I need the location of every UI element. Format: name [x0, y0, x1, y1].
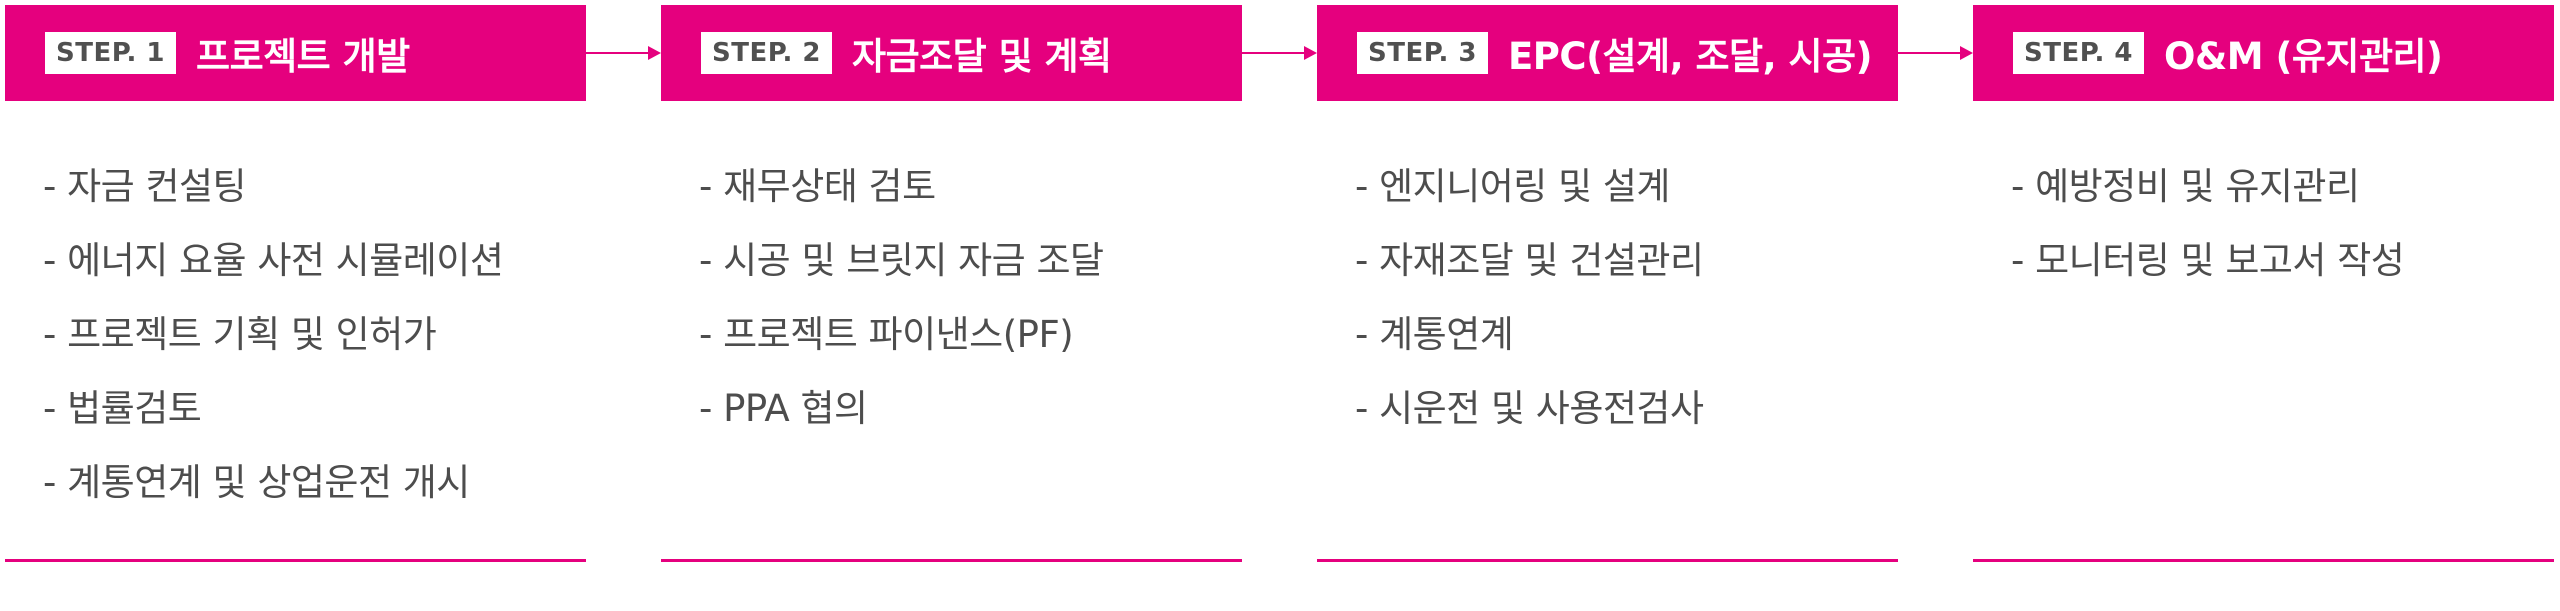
arrow-right-icon [1960, 46, 1973, 60]
step-2-title: 자금조달 및 계획 [852, 35, 1112, 78]
list-item: - 프로젝트 기획 및 인허가 [43, 313, 437, 356]
step-2-badge: STEP. 2 [701, 32, 833, 74]
step-1-divider [5, 559, 586, 562]
list-item: - 법률검토 [43, 387, 202, 430]
step-3-divider [1317, 559, 1898, 562]
arrow-right-icon [648, 46, 661, 60]
step-2-header: STEP. 2 자금조달 및 계획 [661, 5, 1242, 101]
list-item: - PPA 협의 [699, 387, 868, 430]
step-3-header: STEP. 3 EPC(설계, 조달, 시공) [1317, 5, 1898, 101]
step-4-divider [1973, 559, 2554, 562]
step-3-item-list: - 엔지니어링 및 설계 - 자재조달 및 건설관리 - 계통연계 - 시운전 … [1355, 150, 1704, 446]
list-item: - 에너지 요율 사전 시뮬레이션 [43, 239, 504, 282]
step-4-badge: STEP. 4 [2013, 32, 2145, 74]
step-2-divider [661, 559, 1242, 562]
step-1-title: 프로젝트 개발 [196, 35, 410, 78]
step-1-item-list: - 자금 컨설팅 - 에너지 요율 사전 시뮬레이션 - 프로젝트 기획 및 인… [43, 150, 504, 520]
list-item: - 계통연계 [1355, 313, 1514, 356]
connector-line [1898, 52, 1962, 54]
step-3-title: EPC(설계, 조달, 시공) [1508, 35, 1873, 78]
step-1-badge: STEP. 1 [45, 32, 177, 74]
connector-line [1242, 52, 1306, 54]
step-4-title: O&M (유지관리) [2164, 35, 2443, 78]
step-3-column: STEP. 3 EPC(설계, 조달, 시공) - 엔지니어링 및 설계 - 자… [1317, 0, 1898, 611]
arrow-right-icon [1304, 46, 1317, 60]
list-item: - 자재조달 및 건설관리 [1355, 239, 1704, 282]
list-item: - 모니터링 및 보고서 작성 [2011, 239, 2405, 282]
step-4-header: STEP. 4 O&M (유지관리) [1973, 5, 2554, 101]
connector-line [586, 52, 650, 54]
list-item: - 자금 컨설팅 [43, 165, 247, 208]
step-1-header: STEP. 1 프로젝트 개발 [5, 5, 586, 101]
list-item: - 재무상태 검토 [699, 165, 936, 208]
step-4-item-list: - 예방정비 및 유지관리 - 모니터링 및 보고서 작성 [2011, 150, 2405, 298]
step-3-badge: STEP. 3 [1357, 32, 1489, 74]
step-2-column: STEP. 2 자금조달 및 계획 - 재무상태 검토 - 시공 및 브릿지 자… [661, 0, 1242, 611]
list-item: - 엔지니어링 및 설계 [1355, 165, 1670, 208]
list-item: - 시운전 및 사용전검사 [1355, 387, 1704, 430]
list-item: - 예방정비 및 유지관리 [2011, 165, 2360, 208]
list-item: - 계통연계 및 상업운전 개시 [43, 461, 470, 504]
list-item: - 시공 및 브릿지 자금 조달 [699, 239, 1104, 282]
step-2-item-list: - 재무상태 검토 - 시공 및 브릿지 자금 조달 - 프로젝트 파이낸스(P… [699, 150, 1104, 446]
step-1-column: STEP. 1 프로젝트 개발 - 자금 컨설팅 - 에너지 요율 사전 시뮬레… [5, 0, 586, 611]
list-item: - 프로젝트 파이낸스(PF) [699, 313, 1074, 356]
step-4-column: STEP. 4 O&M (유지관리) - 예방정비 및 유지관리 - 모니터링 … [1973, 0, 2554, 611]
